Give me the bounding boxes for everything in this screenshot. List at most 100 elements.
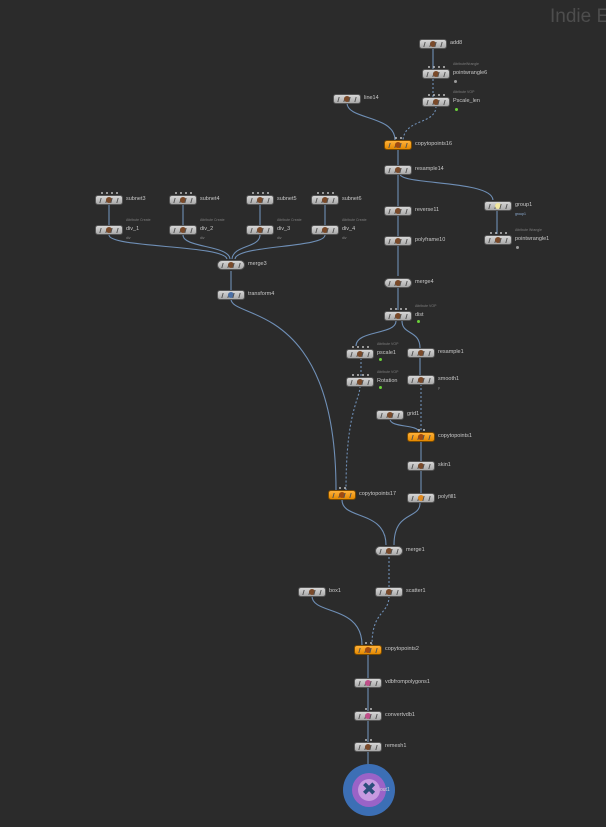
node-dist[interactable]: Attribute VOP dist <box>384 304 436 323</box>
node-body[interactable] <box>407 493 435 503</box>
node-body[interactable] <box>422 97 450 107</box>
node-rotation[interactable]: Attribute VOP Rotation <box>346 370 398 389</box>
node-body[interactable] <box>311 225 339 235</box>
node-body[interactable] <box>407 348 435 358</box>
node-div-4[interactable]: Attribute Create div_4 div <box>311 218 367 240</box>
subnet-icon <box>180 197 186 203</box>
node-type-label: Attribute Create <box>342 218 367 222</box>
node-label: div_4 <box>342 226 356 232</box>
node-body[interactable] <box>384 311 412 321</box>
node-copytopoints1[interactable]: copytopoints1 <box>407 429 472 442</box>
node-line14[interactable]: line14 <box>333 94 379 104</box>
node-grid1[interactable]: grid1 <box>376 410 419 420</box>
node-out1[interactable]: ✖ <box>343 764 395 816</box>
node-pointwrangle1[interactable]: Attribute Wrangle pointwrangle1 <box>484 228 549 249</box>
node-subnet5[interactable]: subnet5 <box>246 192 297 205</box>
scatter-icon <box>386 589 392 595</box>
node-box1[interactable]: box1 <box>298 587 341 597</box>
node-resample14[interactable]: resample14 <box>384 165 444 175</box>
node-vdbfrompolygons1[interactable]: vdbfrompolygons1 <box>354 678 430 688</box>
node-body[interactable] <box>407 432 435 442</box>
wrangle-icon <box>433 71 439 77</box>
node-body[interactable] <box>217 260 245 270</box>
node-copytopoints17[interactable]: copytopoints17 <box>328 487 396 500</box>
node-body[interactable] <box>95 195 123 205</box>
node-group1[interactable]: group1 group1 <box>484 201 532 216</box>
node-body[interactable] <box>384 165 412 175</box>
node-convertvdb1[interactable]: convertvdb1 <box>354 708 415 721</box>
node-merge3[interactable]: merge3 <box>217 260 267 270</box>
node-subnet4[interactable]: subnet4 <box>169 192 220 205</box>
node-body[interactable] <box>328 490 356 500</box>
node-polyframe10[interactable]: polyframe10 <box>384 236 445 246</box>
node-body[interactable] <box>484 235 512 245</box>
node-body[interactable] <box>246 225 274 235</box>
node-merge4[interactable]: merge4 <box>384 278 434 288</box>
node-body[interactable] <box>346 349 374 359</box>
skin-icon <box>418 463 424 469</box>
node-type-label: Attribute Create <box>126 218 151 222</box>
node-remesh1[interactable]: remesh1 <box>354 739 406 752</box>
node-type-label: Attribute Create <box>200 218 225 222</box>
node-body[interactable] <box>333 94 361 104</box>
node-body[interactable] <box>422 69 450 79</box>
node-body[interactable] <box>311 195 339 205</box>
node-pscale-len[interactable]: Attribute VOP Pscale_len <box>422 90 480 111</box>
node-body[interactable] <box>384 278 412 288</box>
node-body[interactable] <box>484 201 512 211</box>
node-body[interactable] <box>354 711 382 721</box>
smooth-icon <box>418 377 424 383</box>
node-body[interactable] <box>407 461 435 471</box>
node-label: pointwrangle6 <box>453 70 488 76</box>
node-body[interactable] <box>95 225 123 235</box>
node-div-1[interactable]: Attribute Create div_1 div <box>95 218 151 240</box>
node-scatter1[interactable]: scatter1 <box>375 587 426 597</box>
node-body[interactable] <box>384 206 412 216</box>
node-transform4[interactable]: transform4 <box>217 290 274 300</box>
node-merge1[interactable]: merge1 <box>375 546 425 556</box>
node-resample1[interactable]: resample1 <box>407 348 464 358</box>
node-body[interactable] <box>384 236 412 246</box>
node-body[interactable] <box>354 678 382 688</box>
node-body[interactable] <box>246 195 274 205</box>
output-null-icon: ✖ <box>361 779 377 800</box>
node-copytopoints2[interactable]: copytopoints2 <box>354 642 419 655</box>
node-body[interactable] <box>407 375 435 385</box>
node-body[interactable] <box>376 410 404 420</box>
node-body[interactable] <box>346 377 374 387</box>
node-body[interactable] <box>354 645 382 655</box>
node-body[interactable] <box>298 587 326 597</box>
display-flag-icon <box>379 358 382 361</box>
node-type-label: AttributeWrangle <box>453 62 480 66</box>
vop-icon <box>395 313 401 319</box>
node-body[interactable] <box>354 742 382 752</box>
node-smooth1[interactable]: smooth1 p <box>407 375 459 390</box>
node-subnet3[interactable]: subnet3 <box>95 192 146 205</box>
license-watermark: Indie E <box>550 6 606 27</box>
node-label: skin1 <box>438 462 451 468</box>
node-skin1[interactable]: skin1 <box>407 461 451 471</box>
node-copytopoints16[interactable]: copytopoints16 <box>384 137 452 150</box>
node-add8[interactable]: add8 <box>419 39 462 49</box>
node-div-3[interactable]: Attribute Create div_3 div <box>246 218 302 240</box>
node-body[interactable] <box>217 290 245 300</box>
attribcreate-icon <box>322 227 328 233</box>
polyfill-icon <box>418 495 424 501</box>
node-body[interactable] <box>169 225 197 235</box>
node-body[interactable] <box>384 140 412 150</box>
node-body[interactable] <box>375 587 403 597</box>
node-reverse11[interactable]: reverse11 <box>384 206 439 216</box>
input-connectors <box>484 232 512 235</box>
node-body[interactable] <box>375 546 403 556</box>
node-body[interactable] <box>169 195 197 205</box>
node-label: vdbfrompolygons1 <box>385 679 430 685</box>
node-comment: div <box>200 236 205 240</box>
node-subnet6[interactable]: subnet6 <box>311 192 362 205</box>
node-pointwrangle6[interactable]: AttributeWrangle pointwrangle6 <box>422 62 487 83</box>
input-connectors <box>346 374 374 377</box>
node-pscale1[interactable]: Attribute VOP pscale1 <box>346 342 398 361</box>
node-polyfill1[interactable]: polyfill1 <box>407 493 456 503</box>
node-div-2[interactable]: Attribute Create div_2 div <box>169 218 225 240</box>
node-body[interactable] <box>419 39 447 49</box>
